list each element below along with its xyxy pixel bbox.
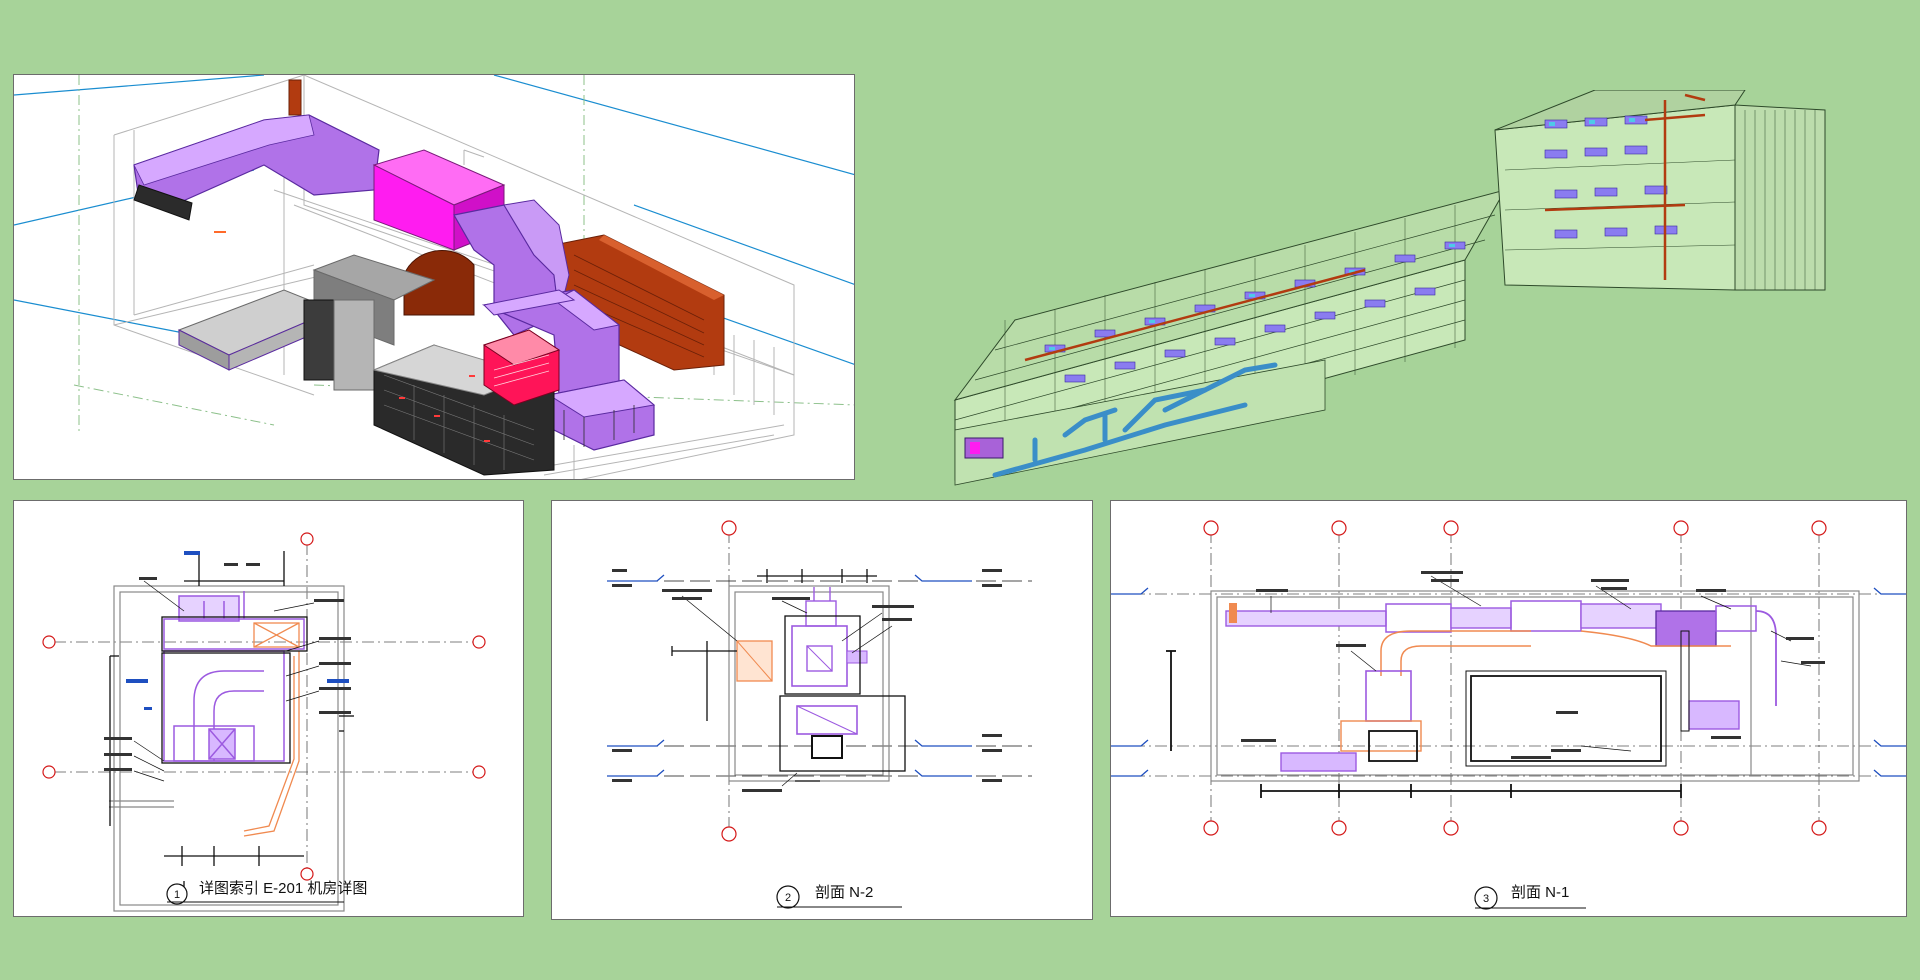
drawing-caption-3: 3 剖面 N-1	[1474, 884, 1586, 910]
caption-title: 详图索引 E-201 机房详图	[199, 880, 367, 897]
grid-bubbles	[1203, 520, 1827, 836]
level-markers	[1111, 587, 1906, 777]
level-markers	[607, 574, 972, 777]
orange-duct	[243, 622, 300, 837]
fan-housing	[403, 250, 475, 316]
building-3d-model[interactable]	[945, 90, 1845, 490]
grid-bubbles	[721, 520, 737, 842]
drawing-caption-1: 1 详图索引 E-201 机房详图	[166, 880, 367, 905]
annotation-text-marks	[612, 569, 1002, 792]
section-n2-drawing: 2 剖面 N-2	[607, 520, 1032, 909]
podium	[954, 359, 1326, 486]
section-n2-panel[interactable]: 2 剖面 N-2	[551, 500, 1093, 920]
section-ducts	[736, 587, 868, 759]
leader-lines	[1270, 575, 1812, 752]
exhaust-pipe	[288, 79, 302, 116]
red-coil-unit[interactable]	[482, 329, 561, 406]
leader-lines	[681, 595, 893, 787]
annotation-text-marks	[1241, 571, 1825, 759]
section-ducts	[1225, 600, 1777, 772]
section-n1-panel[interactable]: 3 剖面 N-1	[1110, 500, 1907, 917]
section-outlines	[671, 569, 906, 782]
section-grid-lines	[1111, 531, 1906, 831]
grid-bubbles	[42, 532, 486, 881]
supply-duct-upper[interactable]	[133, 114, 380, 221]
blue-tags	[126, 551, 349, 710]
grid-lines	[73, 75, 854, 435]
plan-grid-lines	[54, 543, 484, 871]
section-n1-drawing: 3 剖面 N-1	[1111, 520, 1906, 910]
drawing-caption-2: 2 剖面 N-2	[776, 884, 902, 909]
caption-number: 2	[785, 892, 791, 904]
detail-plan-drawing: 1 详图索引 E-201 机房详图	[42, 532, 486, 912]
detail-plan-panel[interactable]: 1 详图索引 E-201 机房详图	[13, 500, 524, 917]
purple-terminal-box[interactable]	[547, 379, 656, 451]
building-drawing	[953, 90, 1826, 486]
caption-title: 剖面 N-2	[815, 884, 873, 901]
annotation-text-marks	[104, 563, 351, 771]
plan-outlines	[109, 551, 354, 901]
isometric-drawing	[14, 75, 854, 479]
red-pipes	[1024, 93, 1706, 362]
caption-title: 剖面 N-1	[1511, 884, 1569, 901]
front-equipment	[964, 437, 1004, 459]
caption-number: 1	[174, 889, 180, 901]
caption-number: 3	[1483, 893, 1489, 905]
leader-lines	[133, 580, 320, 782]
section-walls	[1210, 590, 1860, 782]
grey-equipment	[177, 254, 436, 391]
blue-piping	[992, 362, 1278, 478]
small-marker	[214, 231, 226, 233]
section-walls	[728, 585, 890, 782]
section-equipment	[1166, 630, 1690, 798]
walls	[109, 585, 345, 912]
isometric-3d-view[interactable]	[13, 74, 855, 480]
